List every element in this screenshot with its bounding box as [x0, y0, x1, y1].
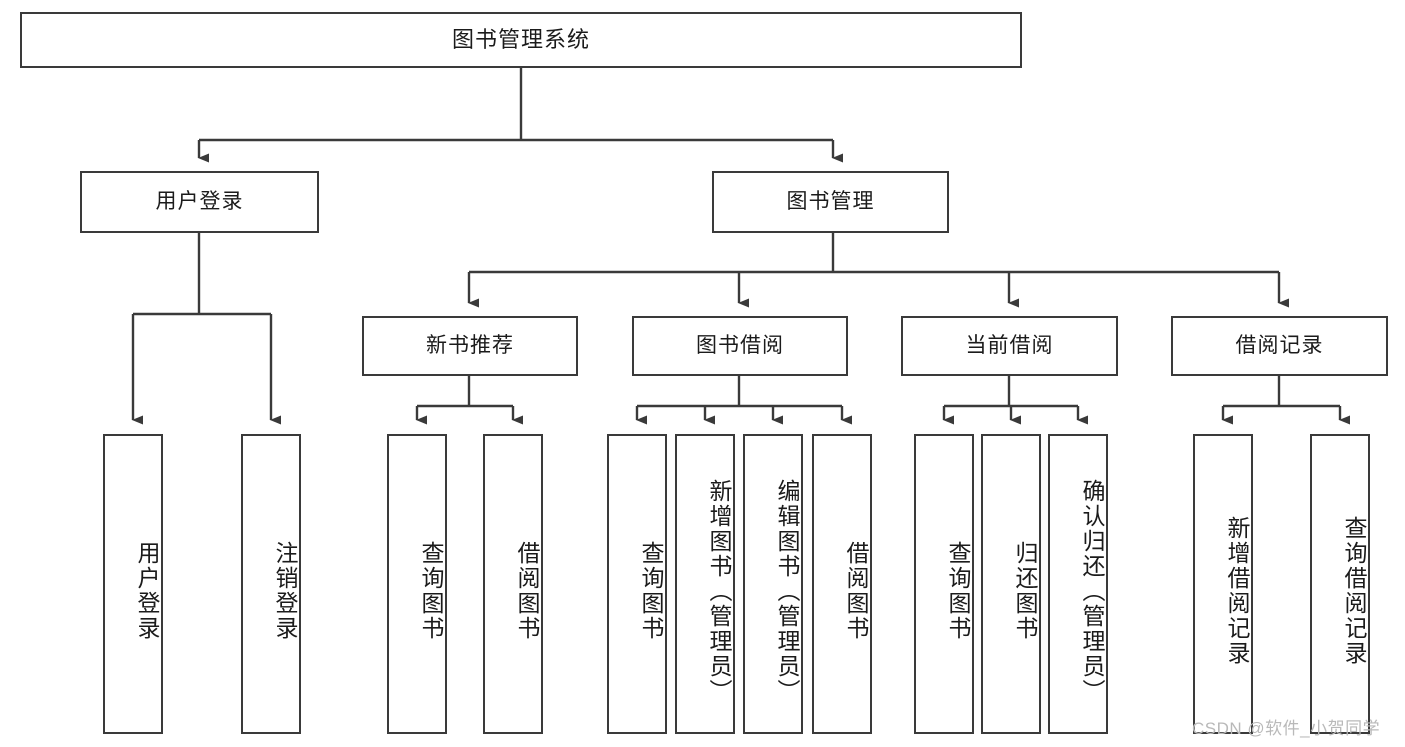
node-leaf-query-record[interactable]: 查询借阅记录 [1310, 434, 1370, 734]
node-label: 新增图书（管理员） [706, 478, 732, 704]
node-leaf-return-book[interactable]: 归还图书 [981, 434, 1041, 734]
node-new-book-recommend[interactable]: 新书推荐 [362, 316, 578, 376]
node-leaf-edit-book[interactable]: 编辑图书（管理员） [743, 434, 803, 734]
node-leaf-borrow-book-1[interactable]: 借阅图书 [483, 434, 543, 734]
node-label: 借阅记录 [1235, 334, 1324, 358]
node-label: 当前借阅 [965, 334, 1054, 358]
csdn-watermark: CSDN @软件_小贺同学 [1192, 719, 1381, 738]
node-leaf-borrow-book-2[interactable]: 借阅图书 [812, 434, 872, 734]
node-leaf-confirm-return[interactable]: 确认归还（管理员） [1048, 434, 1108, 734]
node-label: 编辑图书（管理员） [774, 478, 800, 704]
node-borrow-record[interactable]: 借阅记录 [1171, 316, 1388, 376]
node-label: 借阅图书 [843, 541, 869, 641]
node-leaf-query-book-1[interactable]: 查询图书 [387, 434, 447, 734]
node-label: 用户登录 [155, 190, 244, 214]
node-label: 借阅图书 [514, 541, 540, 641]
node-leaf-query-book-3[interactable]: 查询图书 [914, 434, 974, 734]
node-label: 新增借阅记录 [1224, 516, 1250, 666]
node-label: 图书借阅 [696, 334, 784, 358]
node-label: 图书管理系统 [451, 26, 590, 52]
node-leaf-user-login[interactable]: 用户登录 [103, 434, 163, 734]
node-leaf-logout[interactable]: 注销登录 [241, 434, 301, 734]
node-label: 归还图书 [1012, 541, 1038, 641]
node-leaf-add-record[interactable]: 新增借阅记录 [1193, 434, 1253, 734]
node-leaf-query-book-2[interactable]: 查询图书 [607, 434, 667, 734]
node-label: 图书管理 [786, 190, 875, 214]
node-label: 查询图书 [418, 541, 444, 641]
node-book-borrow[interactable]: 图书借阅 [632, 316, 848, 376]
node-current-borrow[interactable]: 当前借阅 [901, 316, 1118, 376]
node-label: 确认归还（管理员） [1079, 478, 1105, 704]
node-label: 查询借阅记录 [1341, 516, 1367, 666]
node-label: 查询图书 [945, 541, 971, 641]
node-book-management-system[interactable]: 图书管理系统 [20, 12, 1022, 68]
node-label: 查询图书 [638, 541, 664, 641]
node-label: 用户登录 [134, 541, 160, 641]
node-label: 注销登录 [272, 541, 298, 641]
node-leaf-add-book[interactable]: 新增图书（管理员） [675, 434, 735, 734]
node-user-login[interactable]: 用户登录 [80, 171, 319, 233]
node-label: 新书推荐 [426, 334, 514, 358]
node-book-management[interactable]: 图书管理 [712, 171, 949, 233]
